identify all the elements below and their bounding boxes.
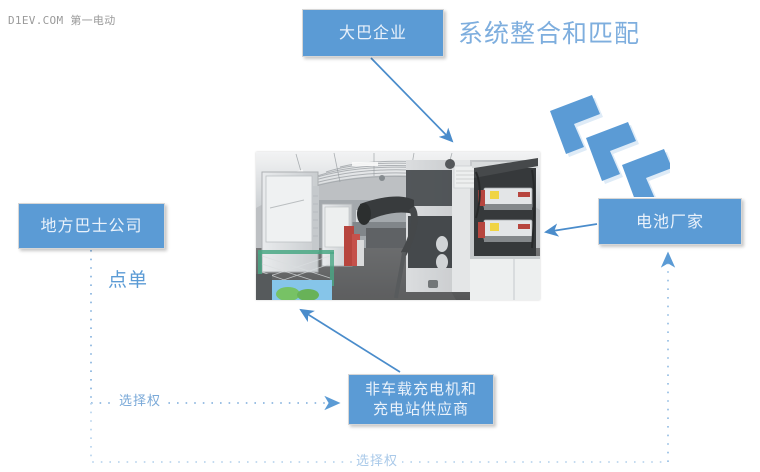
node-charger-station-supplier[interactable]: 非车载充电机和 充电站供应商: [348, 374, 494, 425]
edge-label-order: 点单: [104, 265, 153, 292]
chevron-arrow-icon: [540, 92, 675, 211]
edge-label-choice-bottom: 选择权: [352, 450, 403, 469]
watermark-brand: 第一电动: [70, 14, 116, 27]
arrow-battery-maker-to-photo: [543, 223, 598, 237]
arrow-charger-supplier-to-photo: [299, 308, 401, 373]
node-battery-manufacturer[interactable]: 电池厂家: [598, 198, 742, 245]
workshop-photo: [256, 152, 540, 300]
node-charger-station-supplier-label: 非车载充电机和 充电站供应商: [364, 379, 477, 418]
node-bus-enterprise[interactable]: 大巴企业: [302, 9, 444, 57]
site-watermark: D1EV.COM 第一电动: [8, 12, 116, 28]
node-local-bus-company-label: 地方巴士公司: [40, 216, 143, 236]
node-local-bus-company[interactable]: 地方巴士公司: [18, 203, 165, 249]
arrow-bus-enterprise-to-photo: [370, 57, 454, 143]
diagram-title: 系统整合和匹配: [458, 19, 641, 48]
edge-label-choice-left: 选择权: [115, 390, 166, 409]
node-battery-manufacturer-label: 电池厂家: [635, 211, 704, 231]
node-bus-enterprise-label: 大巴企业: [338, 23, 407, 43]
watermark-domain: D1EV.COM: [8, 14, 64, 27]
